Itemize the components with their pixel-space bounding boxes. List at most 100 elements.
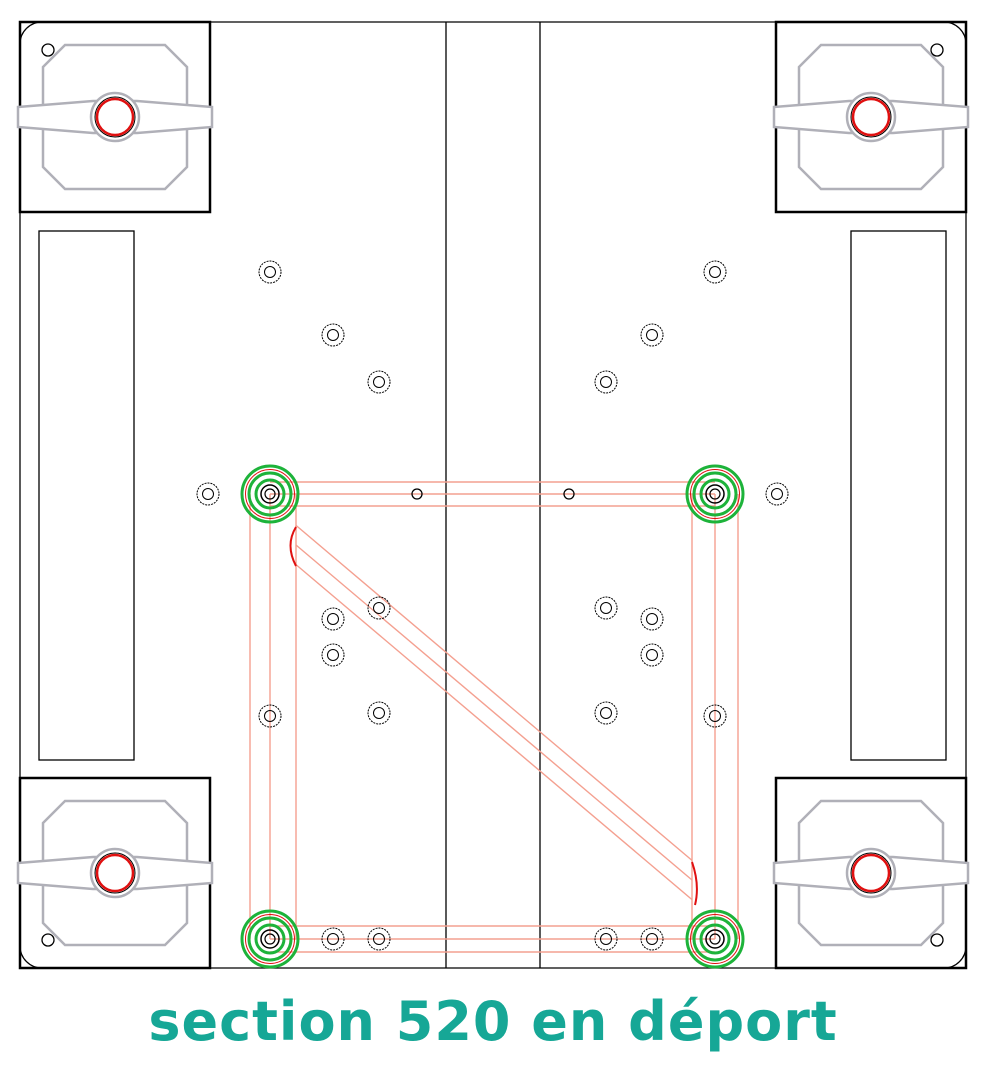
red-ring xyxy=(690,469,740,519)
hole-inner xyxy=(646,933,658,945)
plate-outline xyxy=(19,21,967,969)
green-ring xyxy=(247,471,293,517)
drawing-caption: section 520 en déport xyxy=(148,990,838,1053)
hole-inner xyxy=(373,602,385,614)
hole-inner xyxy=(771,488,783,500)
hole-inner xyxy=(373,707,385,719)
counterbored-hole xyxy=(703,260,727,284)
counterbored-hole xyxy=(594,701,618,725)
column-bore-inner xyxy=(264,488,276,500)
counterbored-hole xyxy=(321,643,345,667)
column-ring xyxy=(240,464,300,524)
side-panel-right xyxy=(850,230,947,761)
hole-inner xyxy=(646,329,658,341)
green-ring xyxy=(240,464,300,524)
mount-plate xyxy=(41,799,189,947)
counterbored-hole xyxy=(765,482,789,506)
hole-outer xyxy=(703,260,727,284)
hole-inner xyxy=(327,329,339,341)
small-hole xyxy=(563,488,575,500)
counterbored-hole xyxy=(367,927,391,951)
brace-weld-bottom xyxy=(691,861,698,906)
hole-outer xyxy=(640,927,664,951)
column-bore xyxy=(260,484,280,504)
hole-inner xyxy=(264,710,276,722)
hole-outer xyxy=(765,482,789,506)
hole-outer xyxy=(196,482,220,506)
red-ring xyxy=(690,914,740,964)
green-ring xyxy=(699,478,731,510)
hole-inner xyxy=(202,488,214,500)
green-ring xyxy=(692,916,738,962)
mount-hub-inner xyxy=(94,852,136,894)
green-ring xyxy=(240,909,300,969)
counterbored-hole xyxy=(258,260,282,284)
hole-inner xyxy=(600,602,612,614)
side-panel-left xyxy=(38,230,135,761)
mount-bore-ring xyxy=(851,97,891,137)
column-bore xyxy=(705,929,725,949)
green-ring xyxy=(699,923,731,955)
counterbored-hole xyxy=(640,607,664,631)
hole-outer xyxy=(594,596,618,620)
counterbored-hole xyxy=(321,323,345,347)
hole-inner xyxy=(373,376,385,388)
column-bore-inner xyxy=(709,488,721,500)
counterbored-hole xyxy=(321,927,345,951)
hole-outer xyxy=(703,704,727,728)
hole-outer xyxy=(258,704,282,728)
green-ring xyxy=(685,464,745,524)
green-ring xyxy=(254,478,286,510)
hole-inner xyxy=(327,613,339,625)
mount-plate xyxy=(41,43,189,191)
mount-hub-inner xyxy=(850,852,892,894)
counterbored-hole xyxy=(640,323,664,347)
counterbored-hole xyxy=(594,596,618,620)
hole-outer xyxy=(258,260,282,284)
hole-outer xyxy=(367,596,391,620)
hole-outer xyxy=(640,643,664,667)
column-ring xyxy=(685,909,745,969)
corner-mount xyxy=(772,776,970,970)
hole-outer xyxy=(640,607,664,631)
fixing-hole xyxy=(930,43,944,57)
brace-weld-top xyxy=(289,526,297,567)
column-bore-inner xyxy=(264,933,276,945)
hole-inner xyxy=(327,933,339,945)
column-bore-inner xyxy=(709,933,721,945)
counterbored-hole xyxy=(367,701,391,725)
counterbored-hole xyxy=(640,927,664,951)
hole-outer xyxy=(321,643,345,667)
green-ring xyxy=(685,909,745,969)
hole-outer xyxy=(594,927,618,951)
corner-mount xyxy=(16,776,214,970)
fixing-hole xyxy=(41,933,55,947)
counterbored-hole xyxy=(640,643,664,667)
hole-outer xyxy=(321,323,345,347)
hole-inner xyxy=(600,933,612,945)
hole-inner xyxy=(600,707,612,719)
counterbored-hole xyxy=(594,927,618,951)
hole-inner xyxy=(600,376,612,388)
column-bore xyxy=(260,929,280,949)
counterbored-hole xyxy=(703,704,727,728)
mount-hub-inner xyxy=(94,96,136,138)
counterbored-hole xyxy=(258,704,282,728)
column-ring xyxy=(240,909,300,969)
hole-outer xyxy=(594,701,618,725)
counterbored-hole xyxy=(367,370,391,394)
hole-outer xyxy=(594,370,618,394)
diagonal-brace-line xyxy=(295,524,693,861)
fixing-hole xyxy=(930,933,944,947)
red-ring xyxy=(245,914,295,964)
hole-outer xyxy=(321,927,345,951)
green-ring xyxy=(254,923,286,955)
corner-mount xyxy=(16,20,214,214)
red-ring xyxy=(245,469,295,519)
hole-inner xyxy=(646,613,658,625)
green-ring xyxy=(247,916,293,962)
hole-inner xyxy=(373,933,385,945)
diagonal-brace-line xyxy=(295,544,693,881)
hole-inner xyxy=(264,266,276,278)
